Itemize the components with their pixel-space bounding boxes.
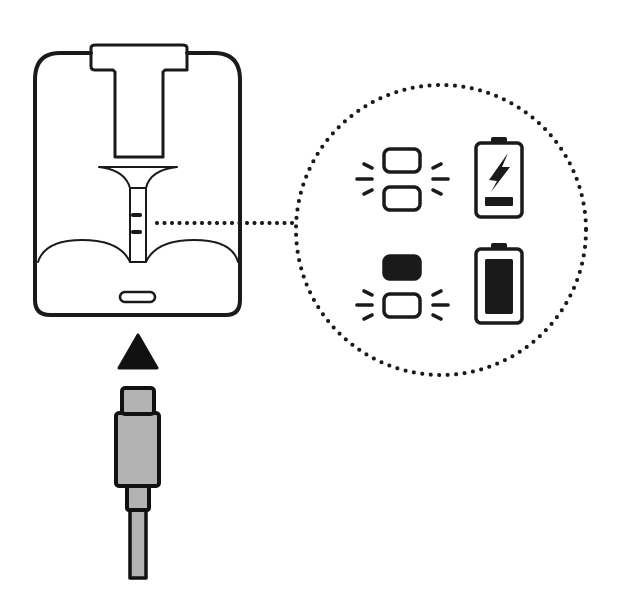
led-top bbox=[131, 213, 142, 217]
usb-port-icon bbox=[118, 290, 157, 304]
usb-c-cable-icon bbox=[114, 386, 161, 580]
battery-charging-icon bbox=[474, 137, 524, 219]
charging-dock-icon bbox=[33, 43, 242, 317]
top-tab bbox=[89, 43, 189, 159]
funnel bbox=[98, 166, 178, 263]
led-indicators-blinking-icon bbox=[355, 147, 450, 212]
led-indicators-solid-blinking-icon bbox=[355, 254, 450, 321]
base-curve bbox=[37, 239, 239, 263]
battery-full-icon bbox=[474, 243, 524, 325]
led-bottom bbox=[131, 230, 142, 234]
arrow-up-icon bbox=[117, 333, 159, 370]
callout-dotted-circle bbox=[294, 83, 588, 377]
